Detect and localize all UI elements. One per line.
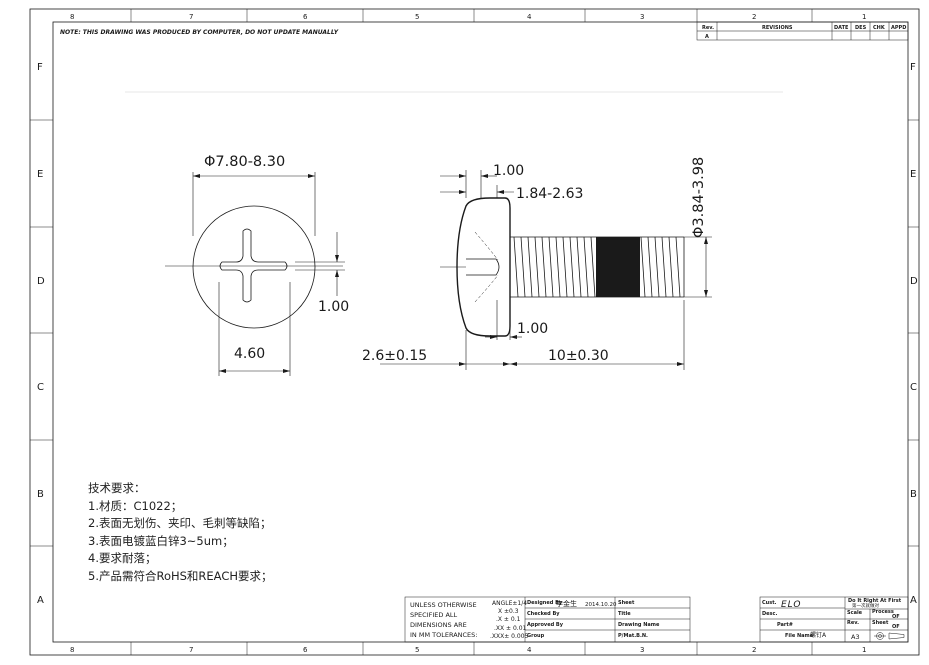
file-name: 螺钉A (810, 631, 827, 639)
col-top-7: 7 (189, 13, 193, 21)
col-bottom-6: 6 (303, 646, 308, 654)
tolerance-block: UNLESS OTHERWISE SPECIFIED ALL DIMENSION… (404, 596, 691, 643)
process-label: Process (872, 609, 894, 615)
row-left-E: E (37, 169, 43, 180)
row-left-B: B (37, 489, 44, 500)
drawing-name-label: Drawing Name (618, 622, 660, 628)
tech-req-item-1: 1.材质：C1022； (88, 498, 183, 513)
rev-label: Rev. (702, 25, 714, 31)
rev-des-header: DES (855, 25, 867, 31)
col-bottom-8: 8 (70, 646, 74, 654)
col-bottom-1: 1 (862, 646, 866, 654)
tech-req-item-4: 4.要求耐落； (88, 551, 157, 565)
row-right-D: D (910, 276, 918, 287)
col-bottom-5: 5 (415, 646, 419, 654)
bottom-zone-markers: 8 7 6 5 4 3 2 1 (70, 642, 866, 655)
tech-requirements: 技术要求： 1.材质：C1022； 2.表面无划伤、夹印、毛刺等缺陷； 3.表面… (88, 480, 273, 585)
checked-by-label: Checked By (527, 611, 560, 617)
tech-req-item-3: 3.表面电镀蓝白锌3~5um； (88, 533, 234, 548)
outer-border (29, 8, 920, 656)
col-bottom-2: 2 (752, 646, 756, 654)
row-left-D: D (37, 276, 45, 287)
cust-label: Cust. (762, 600, 777, 606)
dim-slot-width: 4.60 (234, 346, 265, 362)
row-left-F: F (37, 62, 43, 73)
side-zone-markers: F E D C B A F E D C B A (30, 62, 919, 606)
revisions-title: REVISIONS (762, 25, 793, 31)
top-zone-markers: 8 7 6 5 4 3 2 1 (70, 9, 866, 22)
header-note: NOTE: THIS DRAWING WAS PRODUCED BY COMPU… (60, 29, 339, 36)
rev-label-tb: Rev. (847, 620, 859, 626)
dim-shank-length: 10±0.30 (548, 348, 609, 364)
row-right-C: C (910, 382, 917, 393)
col-top-1: 1 (862, 13, 866, 21)
row-left-C: C (37, 382, 44, 393)
row-right-F: F (910, 62, 916, 73)
tol-t2: .X ± 0.1 (496, 616, 521, 623)
tol-line4: IN MM TOLERANCES: (410, 631, 477, 639)
row-right-B: B (910, 489, 917, 500)
tol-t4: .XXX± 0.005 (490, 633, 529, 640)
rev-chk-header: CHK (873, 25, 886, 31)
dim-head-length: 2.6±0.15 (362, 348, 427, 364)
tol-line2: SPECIFIED ALL (410, 611, 458, 619)
title-block: Cust. ELO Desc. Part# File Name 螺钉A Do I… (759, 596, 909, 643)
designed-by-label: Designed By (527, 600, 563, 606)
col-bottom-7: 7 (189, 646, 193, 654)
locking-patch (596, 237, 640, 297)
screw-side-view: 1.00 1.84-2.63 Φ3.84-3.98 1.00 2.6±0.15 … (362, 157, 712, 370)
col-top-5: 5 (415, 13, 419, 21)
tol-t1: X ±0.3 (498, 608, 519, 615)
design-date: 2014.10.20 (585, 602, 617, 608)
tol-angle: ANGLE±1/4 (492, 600, 527, 607)
scale-label: Scale (847, 610, 863, 616)
fit-line2: 第一次就做对 (852, 602, 879, 609)
tech-req-item-2: 2.表面无划伤、夹印、毛刺等缺陷； (88, 516, 272, 530)
tol-line1: UNLESS OTHERWISE (410, 601, 477, 609)
thread-lines (513, 236, 681, 298)
dim-top-1: 1.00 (493, 163, 524, 179)
col-top-2: 2 (752, 13, 756, 21)
approved-by-label: Approved By (527, 622, 564, 628)
of-1: OF (892, 614, 900, 620)
dim-thread-diameter: Φ3.84-3.98 (691, 157, 707, 238)
dim-under-head: 1.00 (517, 321, 548, 337)
dim-slot-depth: 1.00 (318, 299, 349, 315)
company-logo: ELO (781, 600, 802, 610)
sheet-label-tol: Sheet (618, 600, 635, 606)
sheet-label-tb: Sheet (872, 620, 889, 626)
part-label: Part# (777, 622, 793, 628)
rev-value: A (705, 34, 709, 40)
col-top-6: 6 (303, 13, 308, 21)
row-left-A: A (37, 595, 44, 606)
dim-head-diameter: Φ7.80-8.30 (204, 154, 285, 170)
col-top-4: 4 (527, 13, 532, 21)
col-bottom-3: 3 (640, 646, 644, 654)
designer-name: 李金生 (556, 599, 577, 608)
size-label: A3 (851, 633, 860, 641)
row-right-A: A (910, 595, 917, 606)
projection-symbol-icon (874, 632, 905, 640)
rev-date-header: DATE (834, 25, 849, 31)
tech-req-item-5: 5.产品需符合RoHS和REACH要求； (88, 568, 273, 583)
file-name-label: File Name (785, 633, 814, 639)
pmat-label: P/Mat.B.N. (618, 633, 648, 639)
tol-line3: DIMENSIONS ARE (410, 621, 467, 629)
dim-head-height: 1.84-2.63 (516, 186, 583, 202)
fit-line1: Do It Right At First (848, 598, 902, 604)
of-2: OF (892, 624, 900, 630)
rev-appd-header: APPD (891, 25, 906, 31)
col-top-8: 8 (70, 13, 74, 21)
row-right-E: E (910, 169, 916, 180)
col-bottom-4: 4 (527, 646, 532, 654)
head-front-view: Φ7.80-8.30 4.60 1.00 (165, 154, 349, 376)
col-top-3: 3 (640, 13, 644, 21)
revisions-table: Rev. REVISIONS DATE DES CHK APPD A (696, 21, 909, 41)
title-label: Title (618, 611, 631, 617)
desc-label: Desc. (762, 611, 777, 617)
tol-t3: .XX ± 0.01 (494, 625, 527, 632)
tech-req-title: 技术要求： (88, 481, 146, 495)
group-label: Group (527, 633, 545, 639)
